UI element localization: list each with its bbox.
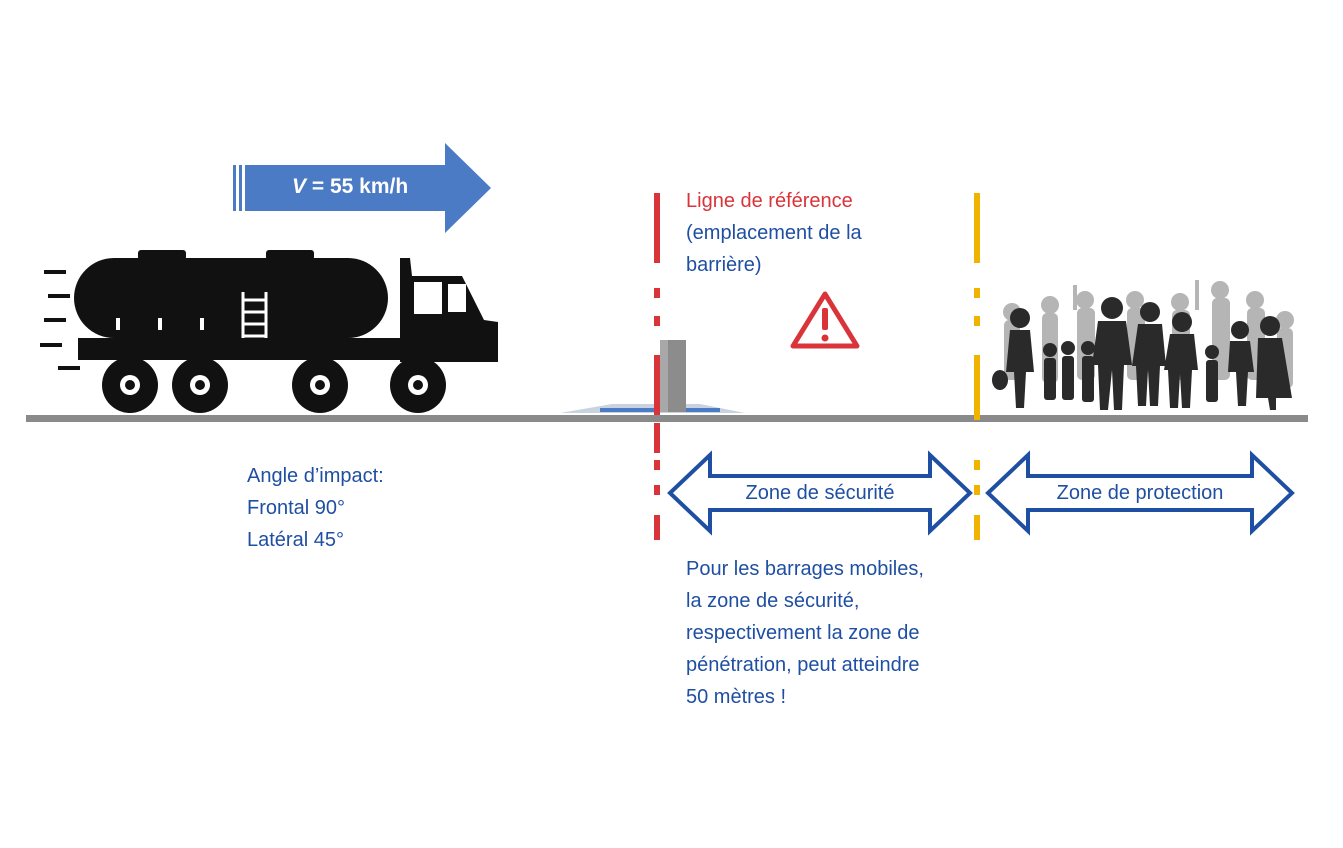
protection-zone-arrow <box>985 450 1295 536</box>
ground-line <box>26 415 1308 422</box>
speed-arrow <box>233 143 491 233</box>
note-line: 50 mètres ! <box>686 686 787 708</box>
impact-angle-text: Angle d’impact: Frontal 90° Latéral 45° <box>247 460 384 556</box>
speed-label: V = 55 km/h <box>292 175 408 199</box>
reference-line1: (emplacement de la <box>686 222 862 244</box>
security-zone-label: Zone de sécurité <box>745 482 895 504</box>
security-zone-arrow <box>667 450 973 536</box>
speed-variable: V <box>292 175 307 198</box>
note-text: Pour les barrages mobiles, la zone de sé… <box>686 553 924 713</box>
reference-title: Ligne de référence <box>686 190 853 212</box>
note-line: pénétration, peut atteindre <box>686 654 920 676</box>
warning-icon <box>790 291 860 349</box>
reference-line2: barrière) <box>686 254 762 276</box>
protection-zone-label: Zone de protection <box>1056 482 1224 504</box>
bollard-icon <box>560 340 745 413</box>
impact-frontal: Frontal 90° <box>247 497 346 519</box>
tanker-truck-icon <box>40 250 498 413</box>
note-line: respectivement la zone de <box>686 622 920 644</box>
reference-text: Ligne de référence (emplacement de la ba… <box>686 185 862 281</box>
reference-line <box>654 193 660 540</box>
impact-lateral: Latéral 45° <box>247 529 344 551</box>
speed-value: = 55 km/h <box>306 175 409 198</box>
zone-boundary-line <box>974 193 980 540</box>
impact-title: Angle d’impact: <box>247 465 384 487</box>
crowd-icon <box>992 280 1294 410</box>
note-line: la zone de sécurité, <box>686 590 860 612</box>
note-line: Pour les barrages mobiles, <box>686 558 924 580</box>
